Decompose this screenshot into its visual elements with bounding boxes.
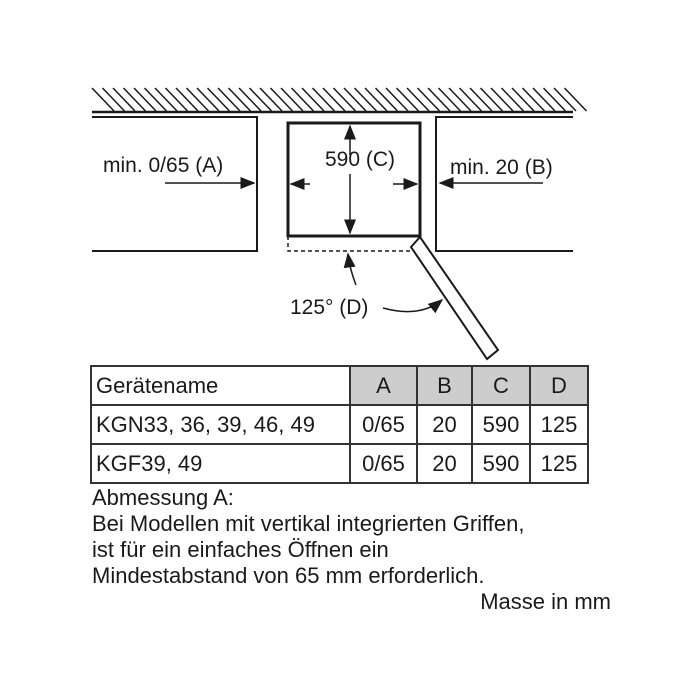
hatch-line [101, 87, 126, 112]
hatch-line [175, 87, 199, 112]
hatch-line [164, 87, 189, 112]
hatch-line [490, 87, 514, 112]
cell-d: 125 [529, 443, 589, 484]
hatch-line [563, 87, 588, 112]
hatch-line [458, 87, 483, 112]
table-row: KGF39, 49 0/65 20 590 125 [90, 443, 589, 484]
hatch-line [395, 87, 420, 112]
note-line: ist für ein einfaches Öffnen ein [92, 537, 389, 562]
hatch-line [122, 87, 147, 112]
hatch-line [385, 87, 409, 112]
hatch-line [479, 87, 504, 112]
hatch-line [521, 87, 546, 112]
hatch-line [332, 87, 357, 112]
hatch-line [374, 87, 399, 112]
hatch-line [469, 87, 493, 112]
hatch-line [227, 87, 252, 112]
hatch-line [301, 87, 325, 112]
header-a: A [349, 365, 418, 406]
hatch-line [343, 87, 367, 112]
hatch-line [248, 87, 273, 112]
hatch-line [448, 87, 472, 112]
hatch-line [511, 87, 535, 112]
hatch-line [112, 87, 136, 112]
hatch-line [500, 87, 525, 112]
cell-device: KGF39, 49 [90, 443, 351, 484]
installation-diagram: min. 0/65 (A) min. 20 (B) 590 (C) 125° (… [91, 87, 588, 361]
label-c: 590 (C) [325, 148, 395, 171]
table-header-row: Gerätename A B C D [90, 365, 589, 406]
note-line: Mindestabstand von 65 mm erforderlich. [92, 563, 485, 588]
hatch-line [206, 87, 231, 112]
hatch-line [437, 87, 462, 112]
header-c: C [471, 365, 531, 406]
cell-a: 0/65 [349, 443, 418, 484]
right-cabinet [435, 116, 573, 252]
cell-b: 20 [416, 443, 473, 484]
note-title: Abmessung A: [92, 485, 234, 510]
hatch-line [259, 87, 283, 112]
hatch-line [290, 87, 315, 112]
hatch-line [311, 87, 336, 112]
hatch-line [154, 87, 178, 112]
hatch-line [133, 87, 157, 112]
cell-c: 590 [471, 443, 531, 484]
units-label: Masse in mm [480, 589, 611, 614]
hatch-line [280, 87, 304, 112]
cell-d: 125 [529, 404, 589, 445]
arrow-angle-right [382, 299, 444, 314]
hatch-line [217, 87, 241, 112]
cell-c: 590 [471, 404, 531, 445]
header-b: B [416, 365, 473, 406]
hatch-line [532, 87, 556, 112]
hatch-line [427, 87, 451, 112]
note: Abmessung A: Bei Modellen mit vertikal i… [92, 485, 524, 589]
table-row: KGN33, 36, 39, 46, 49 0/65 20 590 125 [90, 404, 589, 445]
hatch-line [322, 87, 346, 112]
cell-b: 20 [416, 404, 473, 445]
note-line: Bei Modellen mit vertikal integrierten G… [92, 511, 525, 536]
hatch-line [406, 87, 430, 112]
hatch-line [269, 87, 294, 112]
arrow-angle-left [343, 252, 357, 286]
hatch-line [542, 87, 567, 112]
wall-hatching [91, 87, 588, 112]
hatch-line [91, 87, 115, 112]
left-cabinet [92, 116, 258, 252]
cell-device: KGN33, 36, 39, 46, 49 [90, 404, 351, 445]
hatch-line [364, 87, 388, 112]
label-d: 125° (D) [290, 296, 368, 319]
closed-door-outline [287, 236, 411, 252]
label-a: min. 0/65 (A) [103, 154, 223, 177]
hatch-line [143, 87, 168, 112]
hatch-line [196, 87, 220, 112]
open-door [409, 235, 500, 361]
hatch-line [238, 87, 262, 112]
cell-a: 0/65 [349, 404, 418, 445]
header-device-name: Gerätename [90, 365, 351, 406]
hatch-line [353, 87, 378, 112]
hatch-line [185, 87, 210, 112]
dimensions-table: Gerätename A B C D KGN33, 36, 39, 46, 49… [90, 365, 589, 484]
hatch-line [416, 87, 441, 112]
fridge-body [286, 121, 422, 238]
hatch-line [553, 87, 577, 112]
label-b: min. 20 (B) [450, 156, 553, 179]
header-d: D [529, 365, 589, 406]
